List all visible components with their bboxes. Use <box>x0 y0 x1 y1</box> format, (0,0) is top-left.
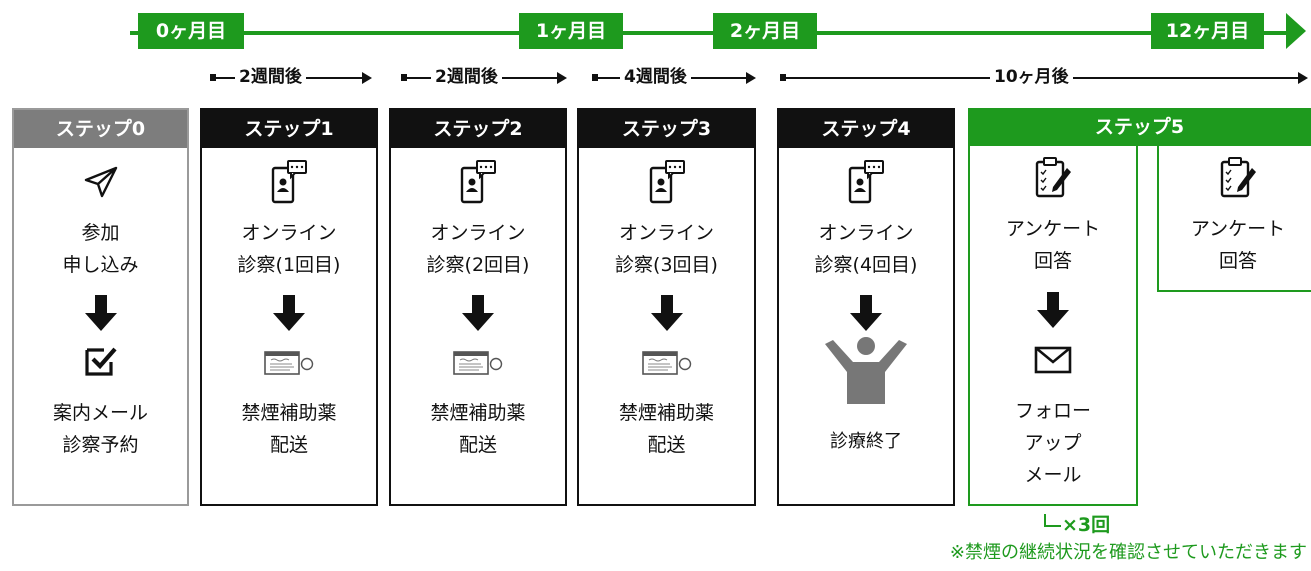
step4-top-line2: 診察(4回目) <box>814 254 918 276</box>
medicine-pack-icon <box>264 351 314 375</box>
step0-title: ステップ0 <box>14 110 187 148</box>
medicine-pack-icon <box>641 351 691 375</box>
step5-right-line2: 回答 <box>1218 250 1257 272</box>
step3-bottom-line1: 禁煙補助薬 <box>618 402 714 424</box>
smartphone-chat-icon <box>649 160 685 204</box>
step1-bottom-line2: 配送 <box>269 434 308 456</box>
smartphone-chat-icon <box>271 160 307 204</box>
timeline-line <box>130 31 1280 35</box>
paper-plane-icon <box>84 166 117 198</box>
step3-title: ステップ3 <box>579 110 754 148</box>
down-arrow-icon <box>1037 292 1069 328</box>
step5-left-box: アンケート 回答 フォロー アップ メール <box>968 146 1138 506</box>
step1-top-line1: オンライン <box>241 222 337 244</box>
step1-top-line2: 診察(1回目) <box>237 254 341 276</box>
step0-top-line2: 申し込み <box>62 254 139 276</box>
interval-start-dot <box>210 74 216 81</box>
step5-right-line1: アンケート <box>1190 218 1286 240</box>
step0-column: ステップ0 参加 申し込み 案内メール 診察予約 <box>12 108 189 506</box>
timeline-label-month1: 1ヶ月目 <box>519 13 623 49</box>
step2-title: ステップ2 <box>391 110 565 148</box>
step3-bottom-line2: 配送 <box>647 434 686 456</box>
step4-title: ステップ4 <box>779 110 953 148</box>
down-arrow-icon <box>84 295 117 331</box>
step1-bottom-line1: 禁煙補助薬 <box>241 402 337 424</box>
step5-left-bottom-line3: メール <box>1024 464 1082 486</box>
interval-arrowhead <box>557 72 567 84</box>
step3-top-line1: オンライン <box>618 222 714 244</box>
step4-bottom-line1: 診療終了 <box>830 431 902 452</box>
step2-column: ステップ2 オンライン 診察(2回目) 禁煙補助薬 配送 <box>389 108 567 506</box>
repeat-bracket-icon <box>1044 514 1061 527</box>
down-arrow-icon <box>462 295 494 331</box>
step5-left-top-line1: アンケート <box>1005 218 1101 240</box>
down-arrow-icon <box>650 295 683 331</box>
interval-arrowhead <box>362 72 372 84</box>
timeline-label-month12: 12ヶ月目 <box>1151 13 1264 49</box>
down-arrow-icon <box>273 295 305 331</box>
step5-left-bottom-line2: アップ <box>1024 432 1082 454</box>
person-raised-arms-icon <box>825 337 907 404</box>
timeline-arrowhead <box>1286 13 1306 49</box>
step4-column: ステップ4 オンライン 診察(4回目) 診療終了 <box>777 108 955 506</box>
interval-label-4: 10ヶ月後 <box>990 65 1073 89</box>
step5-title: ステップ5 <box>968 108 1311 146</box>
timeline-label-month0: 0ヶ月目 <box>138 13 244 49</box>
smartphone-chat-icon <box>848 160 884 204</box>
step5-left-bottom-line1: フォロー <box>1014 400 1091 422</box>
interval-label-3: 4週間後 <box>620 65 691 89</box>
timeline-tail <box>1264 31 1286 35</box>
interval-arrowhead <box>746 72 756 84</box>
step2-top-line2: 診察(2回目) <box>426 254 530 276</box>
step2-top-line1: オンライン <box>430 222 526 244</box>
step1-column: ステップ1 オンライン 診察(1回目) 禁煙補助薬 配送 <box>200 108 378 506</box>
step3-column: ステップ3 オンライン 診察(3回目) 禁煙補助薬 配送 <box>577 108 756 506</box>
footnote: ※禁煙の継続状況を確認させていただきます <box>949 542 1307 563</box>
timeline-label-month2: 2ヶ月目 <box>713 13 817 49</box>
step2-bottom-line2: 配送 <box>458 434 497 456</box>
clipboard-pen-icon <box>1035 157 1071 198</box>
step2-bottom-line1: 禁煙補助薬 <box>430 402 526 424</box>
interval-start-dot <box>780 74 786 81</box>
interval-label-2: 2週間後 <box>431 65 502 89</box>
interval-start-dot <box>401 74 407 81</box>
step0-top-line1: 参加 <box>81 222 120 244</box>
step4-top-line1: オンライン <box>818 222 914 244</box>
interval-arrowhead <box>1298 72 1308 84</box>
clipboard-pen-icon <box>1220 157 1256 198</box>
envelope-icon <box>1034 346 1072 374</box>
down-arrow-icon <box>850 295 882 331</box>
step5-right-box: アンケート 回答 <box>1157 146 1311 292</box>
interval-label-1: 2週間後 <box>235 65 306 89</box>
repeat-count: ×3回 <box>1062 514 1111 536</box>
step5-left-top-line2: 回答 <box>1033 250 1072 272</box>
step0-bottom-line1: 案内メール <box>52 402 148 424</box>
step1-title: ステップ1 <box>202 110 376 148</box>
smartphone-chat-icon <box>460 160 496 204</box>
medicine-pack-icon <box>453 351 503 375</box>
step3-top-line2: 診察(3回目) <box>615 254 718 276</box>
checkbox-icon <box>84 347 117 376</box>
interval-start-dot <box>592 74 598 81</box>
step0-bottom-line2: 診察予約 <box>62 434 139 456</box>
